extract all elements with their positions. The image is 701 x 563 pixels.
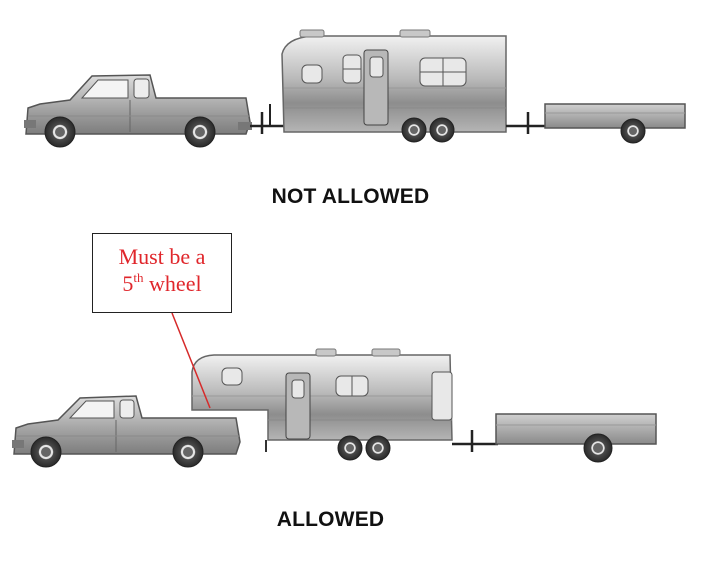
- callout-line-2: 5th wheel: [93, 270, 231, 297]
- callout-ordinal-number: 5: [122, 271, 134, 296]
- bumper-hitch: [250, 104, 284, 134]
- not-allowed-scene: [24, 29, 686, 148]
- utility-trailer: [544, 103, 686, 144]
- fifth-wheel-callout: Must be a 5th wheel: [92, 233, 232, 313]
- callout-line-2-rest: wheel: [143, 271, 202, 296]
- travel-trailer: [281, 29, 507, 143]
- pickup-truck: [24, 74, 252, 148]
- callout-pointer-line: [171, 312, 211, 409]
- allowed-scene: [12, 312, 657, 468]
- allowed-caption: ALLOWED: [276, 508, 385, 531]
- pickup-truck: [12, 395, 241, 468]
- callout-ordinal-suffix: th: [133, 269, 144, 285]
- callout-line-1: Must be a: [118, 244, 206, 269]
- utility-trailer: [495, 413, 657, 463]
- not-allowed-caption: NOT ALLOWED: [271, 185, 430, 208]
- fifth-wheel-trailer: [191, 348, 453, 461]
- rear-hitch: [452, 430, 498, 452]
- rear-hitch: [506, 112, 550, 134]
